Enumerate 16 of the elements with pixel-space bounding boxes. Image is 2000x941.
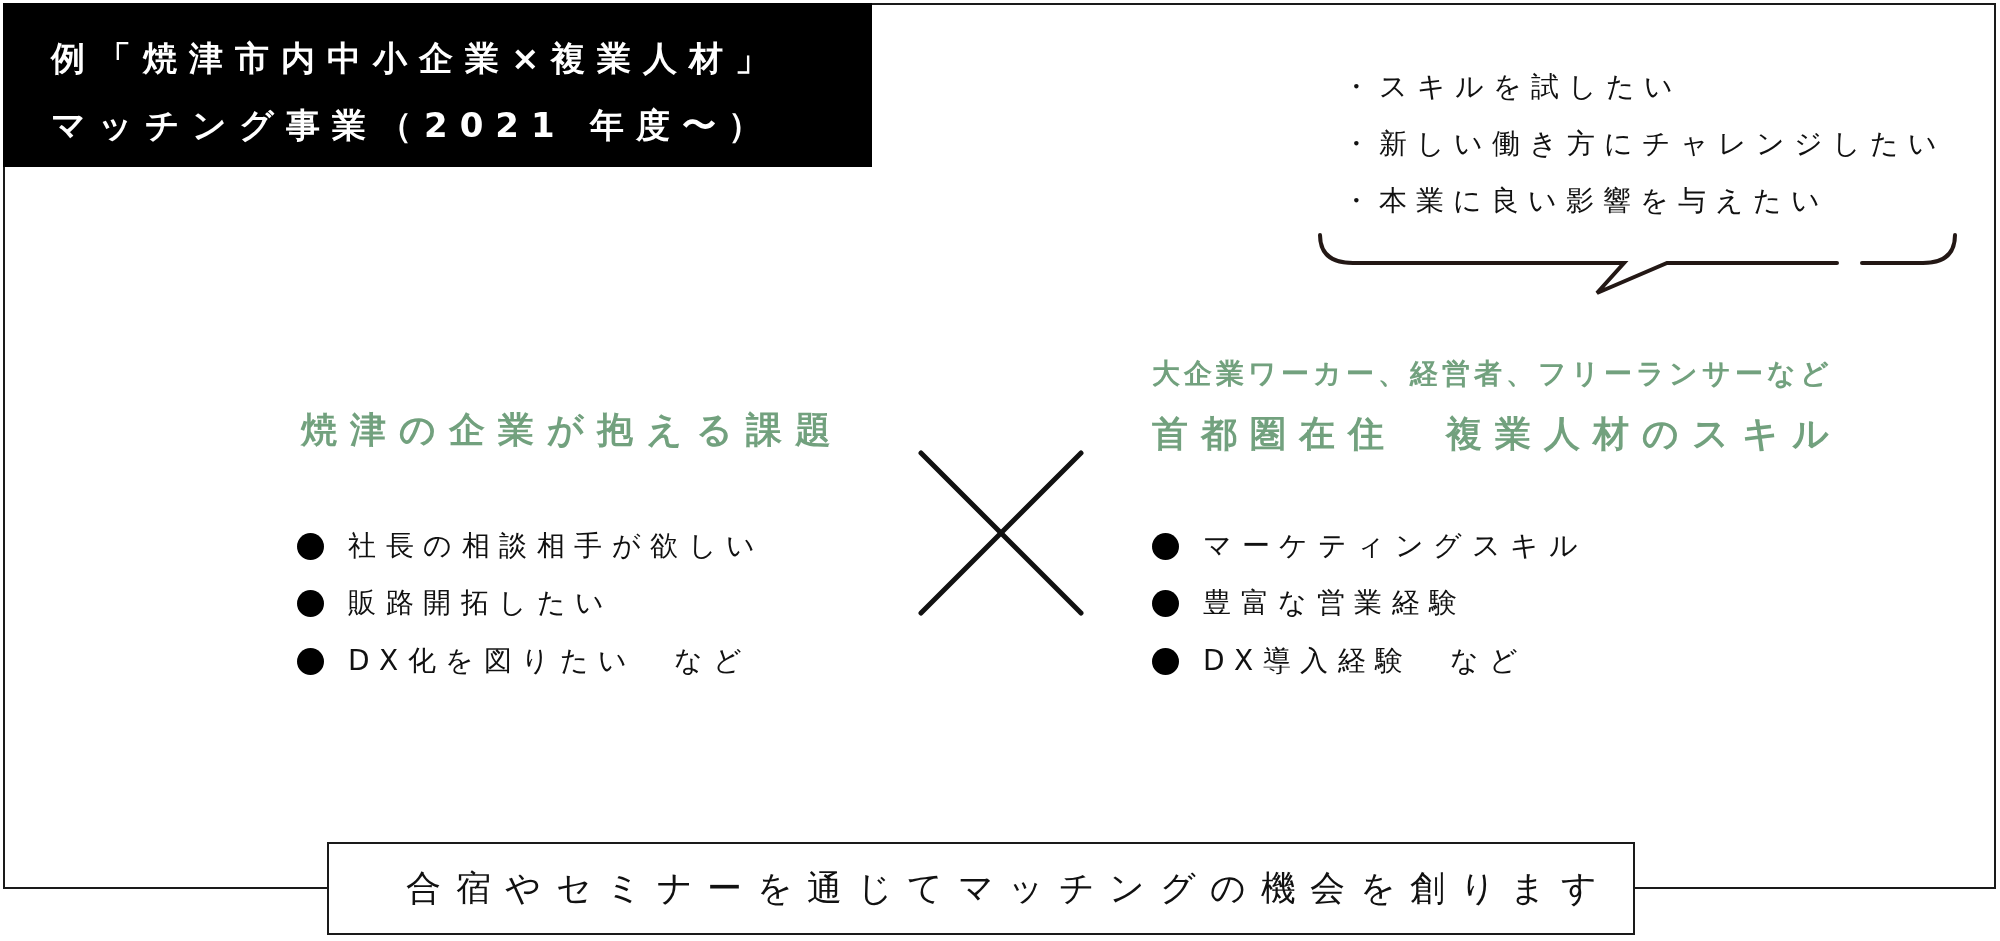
bubble-text: ・本業に良い影響を与えたい (1342, 183, 1829, 219)
bubble-text: ・新しい働き方にチャレンジしたい (1342, 126, 1946, 162)
section-heading: 首都圏在住 複業人材のスキル (1152, 412, 1842, 456)
title-text: 例「焼津市内中小企業×複業人材」マッチング事業（2021 年度〜） (51, 37, 783, 147)
list-item: DX化を図りたい など (348, 643, 752, 679)
message-box (327, 842, 1635, 935)
section-subheading: 大企業ワーカー、経営者、フリーランサーなど (1152, 356, 1833, 392)
bubble-text: ・スキルを試したい (1342, 69, 1682, 105)
title-banner (3, 3, 872, 167)
list-item: DX導入経験 など (1203, 643, 1528, 679)
message-text: 合宿やセミナーを通じてマッチングの機会を創ります (406, 867, 1611, 910)
list-item: 社長の相談相手が欲しい (348, 528, 765, 564)
section-heading: 焼津の企業が抱える課題 (301, 408, 844, 452)
list-item: 豊富な営業経験 (1203, 585, 1467, 621)
list-item: 販路開拓したい (348, 585, 614, 621)
list-item: マーケティングスキル (1203, 528, 1587, 564)
